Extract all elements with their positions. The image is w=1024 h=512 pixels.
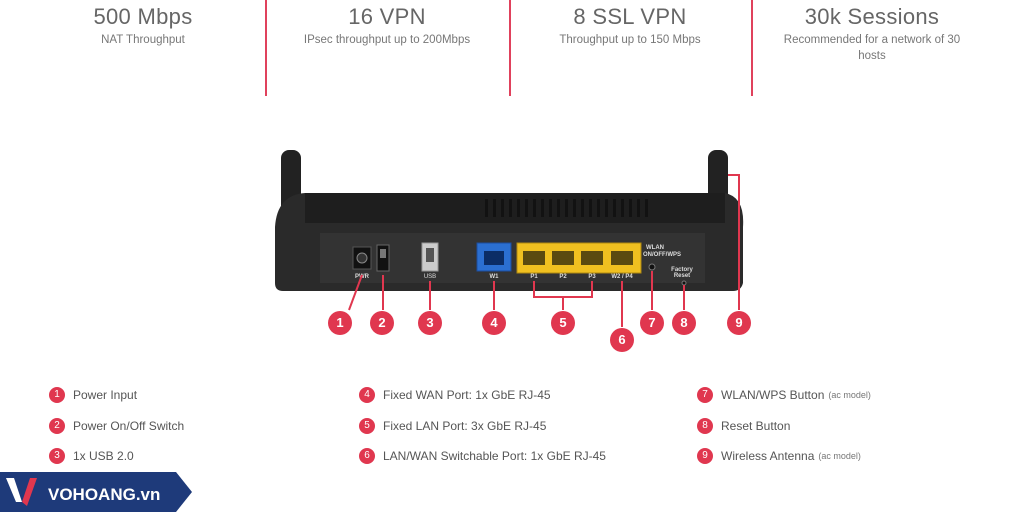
legend-item-8: 8 Reset Button xyxy=(697,418,790,434)
reset-hole xyxy=(681,280,687,286)
router-top xyxy=(305,193,725,223)
callout-3: 3 xyxy=(418,311,442,335)
callout-9: 9 xyxy=(727,311,751,335)
spec-sessions: 30k Sessions Recommended for a network o… xyxy=(752,0,992,64)
legend-number: 4 xyxy=(359,387,375,403)
vohoang-logo: VOHOANG.vn xyxy=(0,472,192,512)
legend-number: 1 xyxy=(49,387,65,403)
legend-note: (ac model) xyxy=(828,390,871,400)
spec-label: NAT Throughput xyxy=(101,34,185,46)
logo-text: VOHOANG.vn xyxy=(48,485,160,504)
callout-2: 2 xyxy=(370,311,394,335)
p2-label: P2 xyxy=(559,274,567,280)
legend-text: Wireless Antenna xyxy=(721,449,815,463)
legend-item-3: 3 1x USB 2.0 xyxy=(49,448,134,464)
legend-number: 5 xyxy=(359,418,375,434)
w1-label: W1 xyxy=(490,274,500,280)
legend-number: 9 xyxy=(697,448,713,464)
specs-header: 500 Mbps NAT Throughput 16 VPN IPsec thr… xyxy=(0,0,1024,96)
p1-label: P1 xyxy=(530,274,538,280)
callout-6: 6 xyxy=(610,328,634,352)
spec-value: 8 SSL VPN xyxy=(573,4,687,29)
legend-item-5: 5 Fixed LAN Port: 3x GbE RJ-45 xyxy=(359,418,546,434)
callout-1: 1 xyxy=(328,311,352,335)
wlan-label: WLAN xyxy=(646,245,664,251)
spec-ssl-vpn: 8 SSL VPN Throughput up to 150 Mbps xyxy=(505,0,755,48)
spec-divider xyxy=(509,0,511,96)
wlan-onoff-label: ON/OFF/WPS xyxy=(643,252,681,258)
legend-item-9: 9 Wireless Antenna (ac model) xyxy=(697,448,861,464)
legend-text: Power Input xyxy=(73,388,138,402)
spec-value: 16 VPN xyxy=(348,4,426,29)
callout-7: 7 xyxy=(640,311,664,335)
spec-divider xyxy=(751,0,753,96)
legend-number: 8 xyxy=(697,418,713,434)
legend-item-1: 1 Power Input xyxy=(49,387,137,403)
spec-label: Recommended for a network of 30 hosts xyxy=(783,34,961,62)
legend-number: 3 xyxy=(49,448,65,464)
spec-label: Throughput up to 150 Mbps xyxy=(559,34,701,46)
spec-vpn: 16 VPN IPsec throughput up to 200Mbps xyxy=(262,0,512,48)
usb-label: USB xyxy=(424,274,436,280)
pwr-label: PWR xyxy=(355,274,370,280)
factory-label: Factory xyxy=(671,267,693,273)
legend-item-6: 6 LAN/WAN Switchable Port: 1x GbE RJ-45 xyxy=(359,448,606,464)
legend-text: Fixed WAN Port: 1x GbE RJ-45 xyxy=(383,388,551,402)
router-rear-image: PWR USB W1 P1 P2 P3 W2 / P4 WLAN ON/OFF/… xyxy=(275,150,744,327)
callout-8: 8 xyxy=(672,311,696,335)
callout-4: 4 xyxy=(482,311,506,335)
spec-label: IPsec throughput up to 200Mbps xyxy=(303,34,471,46)
legend-item-2: 2 Power On/Off Switch xyxy=(49,418,184,434)
p3-label: P3 xyxy=(588,274,596,280)
legend-number: 6 xyxy=(359,448,375,464)
callout-5: 5 xyxy=(551,311,575,335)
legend-number: 7 xyxy=(697,387,713,403)
spec-nat: 500 Mbps NAT Throughput xyxy=(18,0,268,48)
legend-text: WLAN/WPS Button xyxy=(721,388,825,402)
legend-item-4: 4 Fixed WAN Port: 1x GbE RJ-45 xyxy=(359,387,551,403)
legend-text: Reset Button xyxy=(721,419,791,433)
reset-label: Reset xyxy=(674,273,690,279)
legend-text: 1x USB 2.0 xyxy=(73,449,134,463)
wlan-button xyxy=(648,263,656,271)
w2p4-label: W2 / P4 xyxy=(611,274,633,280)
legend-note: (ac model) xyxy=(818,451,861,461)
legend-text: LAN/WAN Switchable Port: 1x GbE RJ-45 xyxy=(383,449,606,463)
legend-number: 2 xyxy=(49,418,65,434)
legend-text: Power On/Off Switch xyxy=(73,419,185,433)
legend-text: Fixed LAN Port: 3x GbE RJ-45 xyxy=(383,419,547,433)
legend-item-7: 7 WLAN/WPS Button (ac model) xyxy=(697,387,871,403)
spec-value: 30k Sessions xyxy=(804,4,940,29)
spec-value: 500 Mbps xyxy=(93,4,193,29)
spec-divider xyxy=(265,0,267,96)
